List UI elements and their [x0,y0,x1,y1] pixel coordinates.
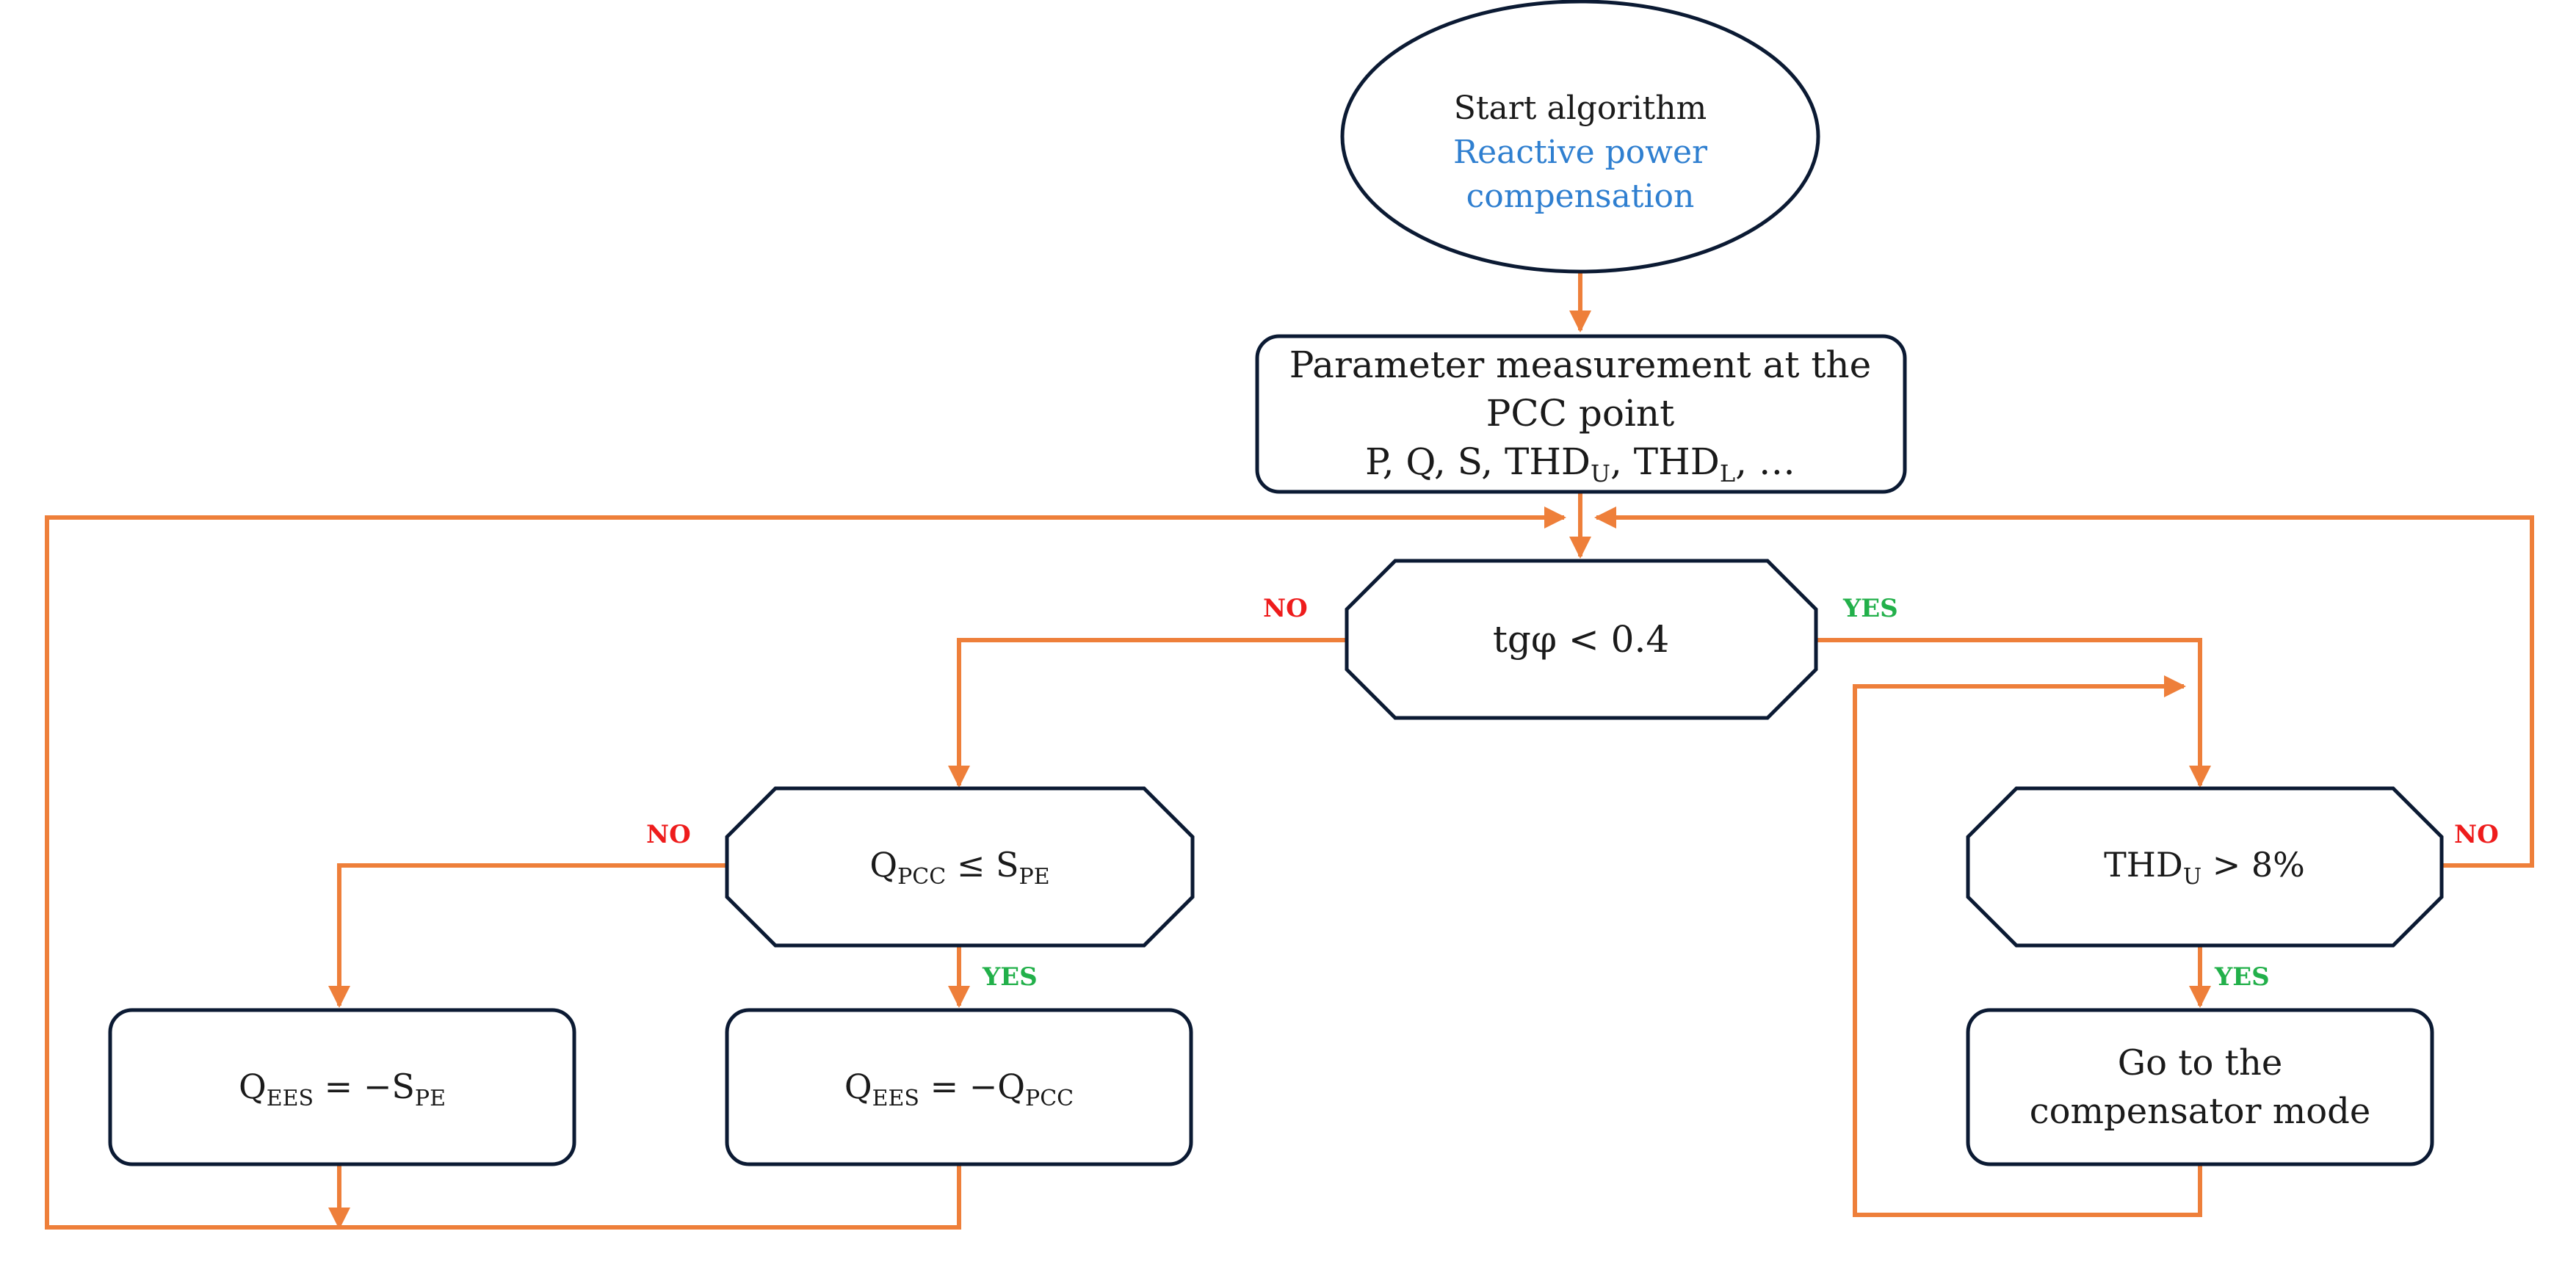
start-node: Start algorithm Reactive power compensat… [1340,0,1820,274]
decision-qpcc-ssub: PE [1019,864,1050,890]
arrow-tg-no-to-q [948,638,1347,788]
decision-tgphi: tgφ < 0.4 [1345,559,1818,720]
arrow-q-no-to-qees-spe [328,863,727,1008]
label-thd-no: NO [2454,820,2499,849]
decision-thd-main: THD [2104,845,2183,885]
box-qees-spe: QEES = −SPE [108,1008,576,1166]
measure-line3: P, Q, S, THDU, THDL, … [1365,440,1795,487]
measure-line3-mid: , THD [1610,440,1720,483]
decision-qpcc: QPCC ≤ SPE [725,786,1195,948]
decision-qpcc-op: ≤ S [946,845,1019,885]
box-qees-spe-ssub: PE [415,1086,446,1111]
loop-compensator-return [1853,675,2202,1217]
measure-line2: PCC point [1486,392,1674,435]
arrow-tg-yes-to-thd [1816,638,2211,788]
measurement-box: Parameter measurement at the PCC point P… [1255,334,1907,494]
decision-qpcc-text: QPCC ≤ SPE [869,845,1049,890]
decision-thd: THDU > 8% [1966,786,2444,948]
measure-line1: Parameter measurement at the [1289,344,1871,386]
box-qees-qpcc: QEES = −QPCC [725,1008,1193,1166]
start-line2: Reactive power [1453,134,1708,171]
box-qees-spe-mid: = −S [314,1067,415,1106]
compensator-line2: compensator mode [2030,1091,2371,1132]
decision-tgphi-text: tgφ < 0.4 [1493,618,1669,661]
decision-thd-rest: > 8% [2201,845,2305,885]
start-line3: compensation [1466,178,1695,215]
label-tg-yes: YES [1842,594,1898,623]
box-compensator: Go to the compensator mode [1966,1008,2434,1166]
box-qees-qpcc-q: Q [844,1067,872,1106]
label-q-yes: YES [982,962,1038,992]
box-qees-spe-text: QEES = −SPE [239,1067,446,1111]
box-qees-qpcc-mid: = −Q [919,1067,1025,1106]
decision-qpcc-qsub: PCC [897,864,946,890]
measure-line3-suffix: , … [1735,440,1795,483]
box-qees-qpcc-qsub: EES [872,1086,919,1111]
box-qees-spe-qsub: EES [267,1086,314,1111]
decision-qpcc-q: Q [869,845,897,885]
loop-right-return [1594,507,2534,868]
start-line1: Start algorithm [1454,90,1707,127]
box-qees-qpcc-text: QEES = −QPCC [844,1067,1074,1111]
compensator-line1: Go to the [2118,1042,2283,1083]
loop-left-return [45,507,1566,1230]
decision-thd-text: THDU > 8% [2104,845,2305,890]
label-thd-yes: YES [2214,962,2270,992]
measure-line3-sub2: L [1720,460,1735,487]
box-qees-qpcc-ssub: PCC [1025,1086,1074,1111]
measure-line3-prefix: P, Q, S, THD [1365,440,1591,483]
label-q-no: NO [646,820,691,849]
box-qees-spe-q: Q [239,1067,267,1106]
decision-thd-sub: U [2183,864,2201,890]
measure-line3-sub1: U [1591,460,1610,487]
label-tg-no: NO [1263,594,1308,623]
